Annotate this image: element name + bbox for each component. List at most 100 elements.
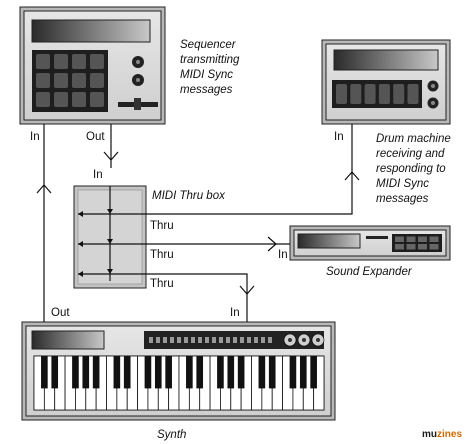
sound-expander-caption: Sound Expander bbox=[326, 266, 413, 278]
thru-label-1: Thru bbox=[150, 220, 174, 232]
black-key bbox=[237, 356, 245, 389]
drum-machine-caption-line-3: responding to bbox=[376, 163, 446, 175]
synth-knob-center bbox=[302, 338, 306, 342]
sound-expander-button bbox=[418, 244, 427, 250]
synth-slider bbox=[184, 337, 188, 343]
drum-machine-caption-line-5: messages bbox=[376, 193, 429, 205]
synth-slider bbox=[191, 337, 195, 343]
black-key bbox=[51, 356, 59, 389]
sequencer-pad bbox=[54, 73, 68, 88]
sound-expander-in-label: In bbox=[278, 249, 288, 261]
drum-machine-caption-line-2: receiving and bbox=[376, 148, 445, 160]
black-key bbox=[165, 356, 172, 389]
synth-slider bbox=[170, 337, 174, 343]
sequencer-device bbox=[19, 6, 166, 125]
black-key bbox=[196, 356, 204, 389]
black-key bbox=[227, 356, 235, 389]
svg-text:muzines: muzines bbox=[422, 429, 462, 440]
sequencer-caption-line-3: MIDI Sync bbox=[180, 69, 233, 81]
sequencer-pad bbox=[54, 92, 68, 107]
black-key bbox=[268, 356, 276, 389]
cable-synth-to-sequencer bbox=[36, 124, 52, 322]
black-key bbox=[123, 356, 131, 389]
sound-expander-button bbox=[406, 244, 416, 250]
synth-slider bbox=[219, 337, 223, 343]
synth-slider bbox=[240, 337, 244, 343]
drum-machine-caption-line-4: MIDI Sync bbox=[376, 178, 429, 190]
synth-slider bbox=[163, 337, 167, 343]
black-key bbox=[113, 356, 121, 389]
cable-thru-to-drum-machine bbox=[146, 124, 360, 215]
synth-caption: Synth bbox=[157, 429, 186, 441]
sequencer-caption-line-1: Sequencer bbox=[180, 39, 237, 51]
synth-slider bbox=[205, 337, 209, 343]
sound-expander-button bbox=[406, 236, 416, 242]
sequencer-caption-line-2: transmitting bbox=[180, 54, 240, 66]
synth-slider bbox=[177, 337, 181, 343]
drum-machine-display bbox=[333, 49, 439, 71]
black-key bbox=[310, 356, 317, 389]
synth-slider bbox=[149, 337, 153, 343]
black-key bbox=[258, 356, 266, 389]
drum-machine-caption-line-1: Drum machine bbox=[376, 133, 451, 145]
synth-keyboard bbox=[33, 355, 325, 411]
synth-slider bbox=[254, 337, 258, 343]
sound-expander-device bbox=[289, 225, 451, 261]
black-key bbox=[217, 356, 224, 389]
sound-expander-display bbox=[297, 233, 361, 249]
drum-machine-pad bbox=[336, 84, 347, 104]
drum-machine-in-label: In bbox=[334, 131, 344, 143]
synth-slider bbox=[268, 337, 272, 343]
sequencer-pad bbox=[72, 73, 86, 88]
synth-slider bbox=[247, 337, 251, 343]
sequencer-pad bbox=[36, 54, 50, 69]
sequencer-pad bbox=[54, 54, 68, 69]
synth-knob-center bbox=[288, 338, 292, 342]
black-key bbox=[92, 356, 100, 389]
sound-expander-button bbox=[429, 236, 439, 242]
synth-in-label: In bbox=[230, 307, 240, 319]
black-key bbox=[41, 356, 48, 389]
thru-box-caption: MIDI Thru box bbox=[152, 190, 226, 202]
black-key bbox=[154, 356, 162, 389]
drum-machine-pad bbox=[350, 84, 362, 104]
sound-expander-button bbox=[395, 244, 404, 250]
muzines-watermark: muzines bbox=[418, 426, 470, 441]
synth-slider bbox=[233, 337, 237, 343]
cable-thru-to-synth bbox=[146, 273, 255, 322]
sequencer-out-label: Out bbox=[86, 131, 105, 143]
sequencer-pad bbox=[90, 73, 104, 88]
thru-box-in-label: In bbox=[93, 169, 103, 181]
cable-sequencer-to-thru bbox=[103, 124, 119, 168]
sequencer-pad bbox=[36, 73, 50, 88]
sequencer-in-label: In bbox=[30, 131, 40, 143]
sequencer-pad bbox=[90, 54, 104, 69]
black-key bbox=[82, 356, 90, 389]
synth-device bbox=[21, 321, 336, 421]
synth-slider bbox=[156, 337, 160, 343]
black-key bbox=[299, 356, 307, 389]
sound-expander-button bbox=[395, 236, 404, 242]
thru-label-3: Thru bbox=[150, 278, 174, 290]
drum-machine-pad bbox=[393, 84, 405, 104]
sequencer-pad bbox=[72, 92, 86, 107]
synth-knob-center bbox=[316, 338, 320, 342]
sequencer-pad bbox=[72, 54, 86, 69]
cable-thru-to-sound-expander bbox=[146, 236, 290, 252]
synth-out-label: Out bbox=[51, 307, 70, 319]
sequencer-pad bbox=[36, 92, 50, 107]
black-key bbox=[186, 356, 193, 389]
synth-slider bbox=[212, 337, 216, 343]
thru-label-2: Thru bbox=[150, 249, 174, 261]
sequencer-caption-line-4: messages bbox=[180, 84, 233, 96]
sound-expander-button bbox=[418, 236, 427, 242]
sequencer-display bbox=[31, 19, 151, 43]
black-key bbox=[72, 356, 79, 389]
drum-machine-pad bbox=[378, 84, 390, 104]
synth-slider bbox=[198, 337, 202, 343]
synth-display bbox=[31, 330, 105, 350]
sound-expander-button bbox=[429, 244, 439, 250]
synth-slider bbox=[226, 337, 230, 343]
sequencer-pad bbox=[90, 92, 104, 107]
